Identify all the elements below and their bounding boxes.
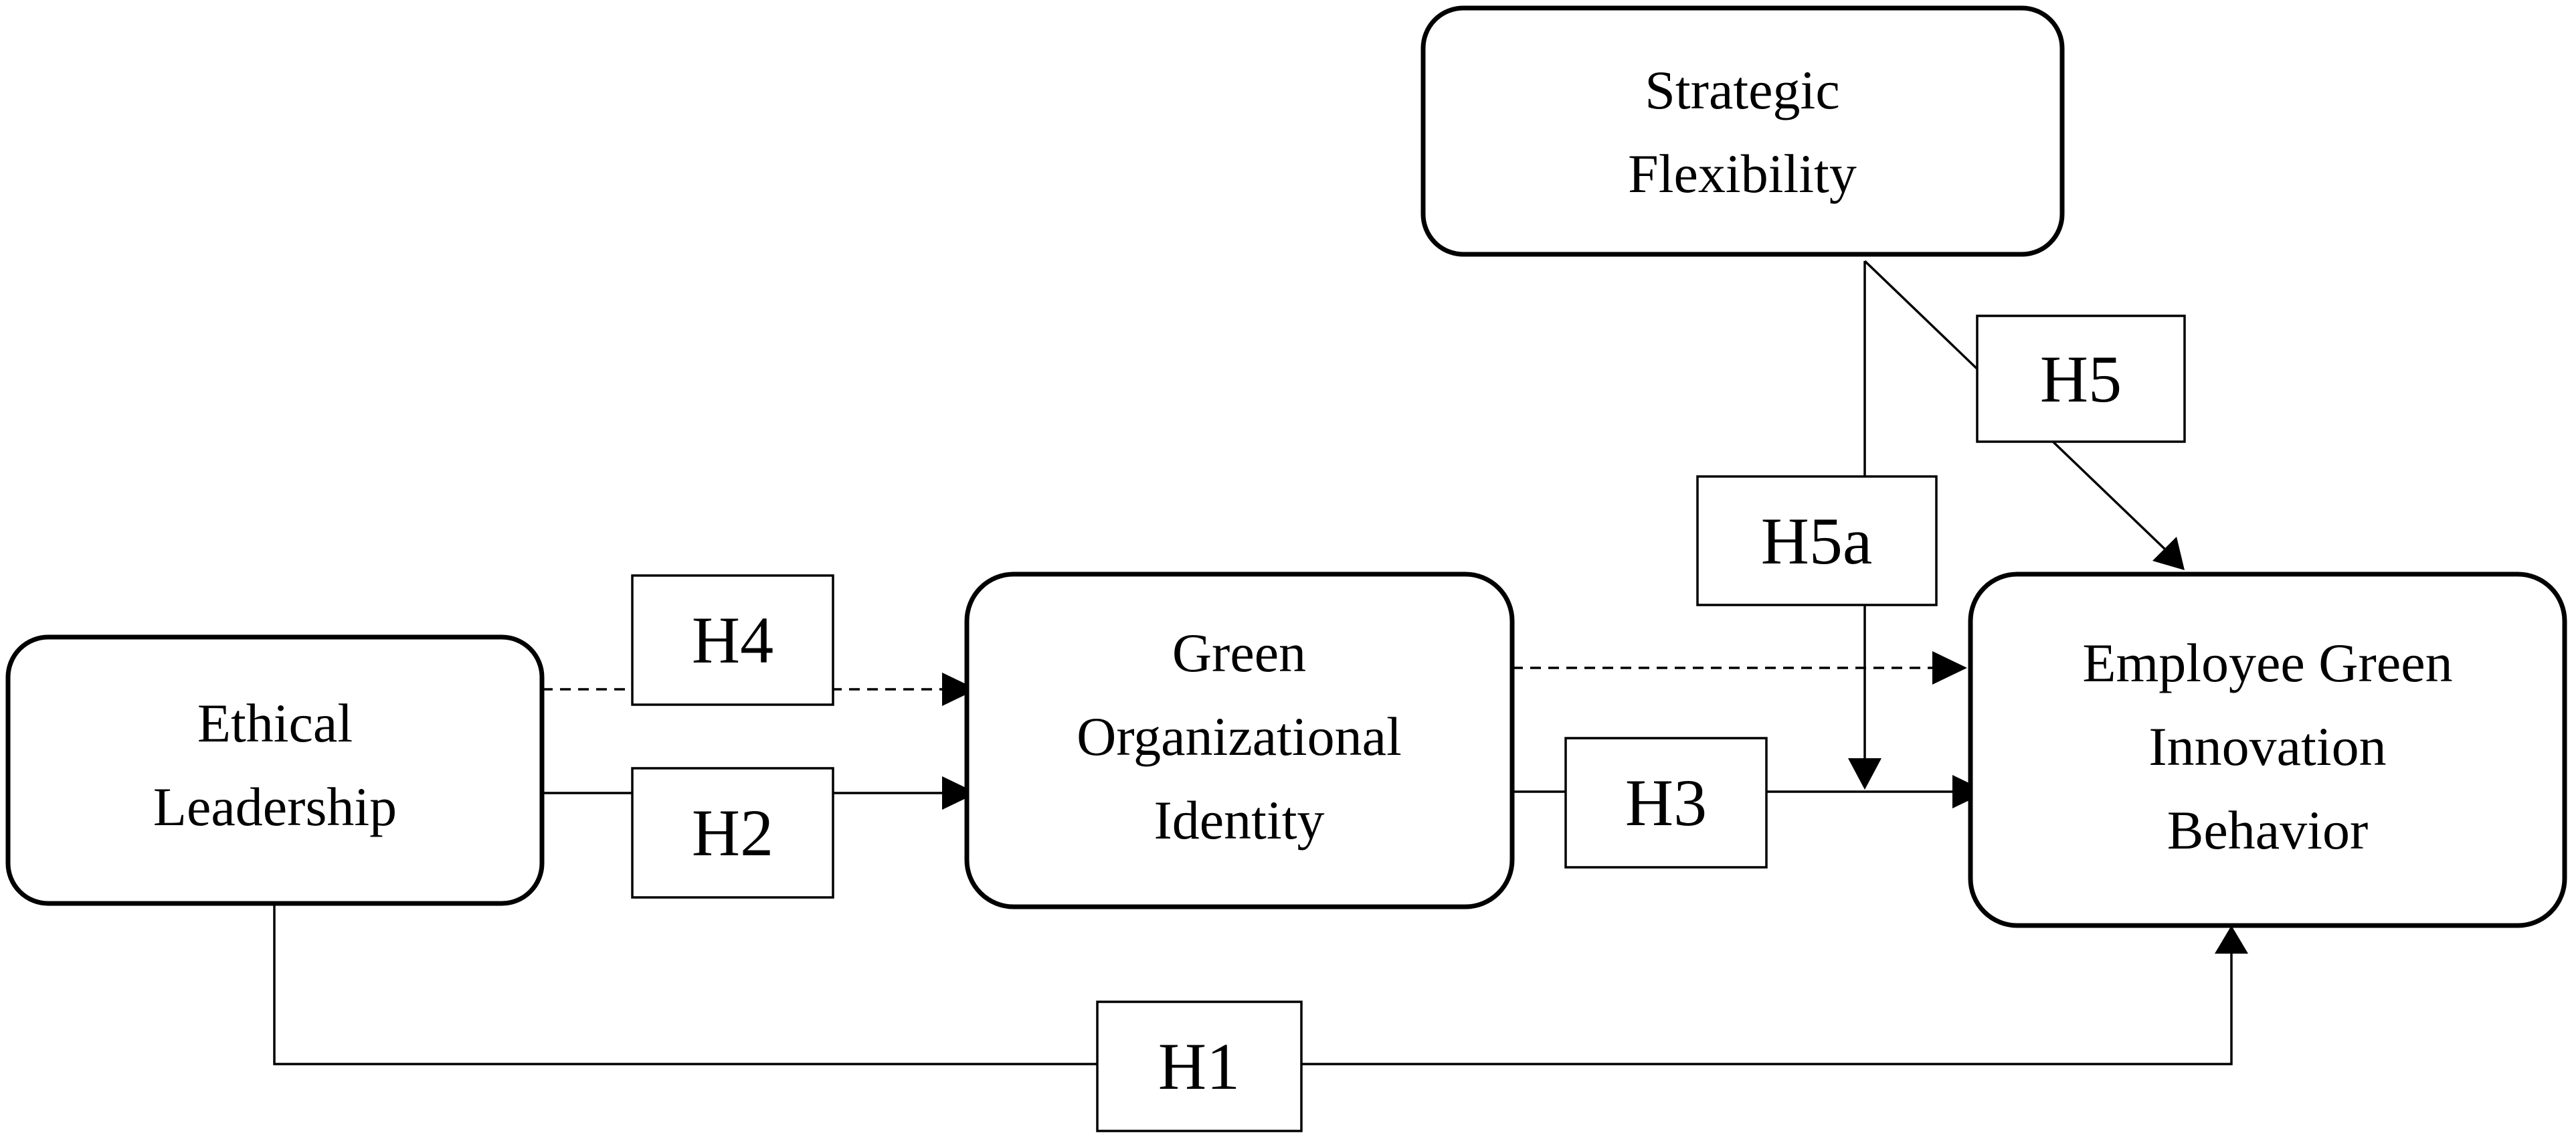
hypothesis-text: H3 [1625,766,1707,840]
arrowhead-h4 [942,673,977,706]
hypothesis-label-h5a: H5a [1696,475,1938,606]
node-employee-green-innovation-behavior: Employee Green Innovation Behavior [1968,572,2567,928]
hypothesis-label-h2: H2 [631,767,834,899]
arrowhead-h5 [2152,537,2185,570]
hypothesis-label-h5: H5 [1976,315,2186,443]
hypothesis-text: H4 [692,603,773,677]
hypothesis-label-h4: H4 [631,574,834,706]
hypothesis-text: H5 [2040,342,2122,416]
hypothesis-text: H2 [692,796,773,870]
node-label-line: Identity [1154,790,1324,851]
arrowhead-h1 [2215,926,2248,954]
hypothesis-text: H5a [1761,504,1873,578]
node-label-line: Innovation [2148,716,2386,777]
node-label-line: Leadership [153,776,397,837]
hypothesis-label-h3: H3 [1564,737,1768,869]
arrowhead-h4-mediation [1932,651,1967,685]
node-strategic-flexibility: Strategic Flexibility [1420,5,2065,257]
node-label-line: Behavior [2167,800,2369,861]
node-ethical-leadership: Ethical Leadership [5,634,545,906]
hypothesis-label-h1: H1 [1096,1000,1303,1132]
node-label-line: Employee Green [2082,632,2452,693]
node-label-line: Organizational [1077,706,1402,767]
arrowhead-h5a [1848,758,1881,790]
arrowhead-h2 [942,776,977,810]
node-label-line: Green [1172,622,1306,683]
node-label-line: Strategic [1645,60,1839,120]
hypothesis-text: H1 [1158,1029,1240,1104]
node-label-line: Ethical [197,693,353,754]
node-label-line: Flexibility [1628,143,1857,204]
node-green-organizational-identity: Green Organizational Identity [964,572,1515,909]
